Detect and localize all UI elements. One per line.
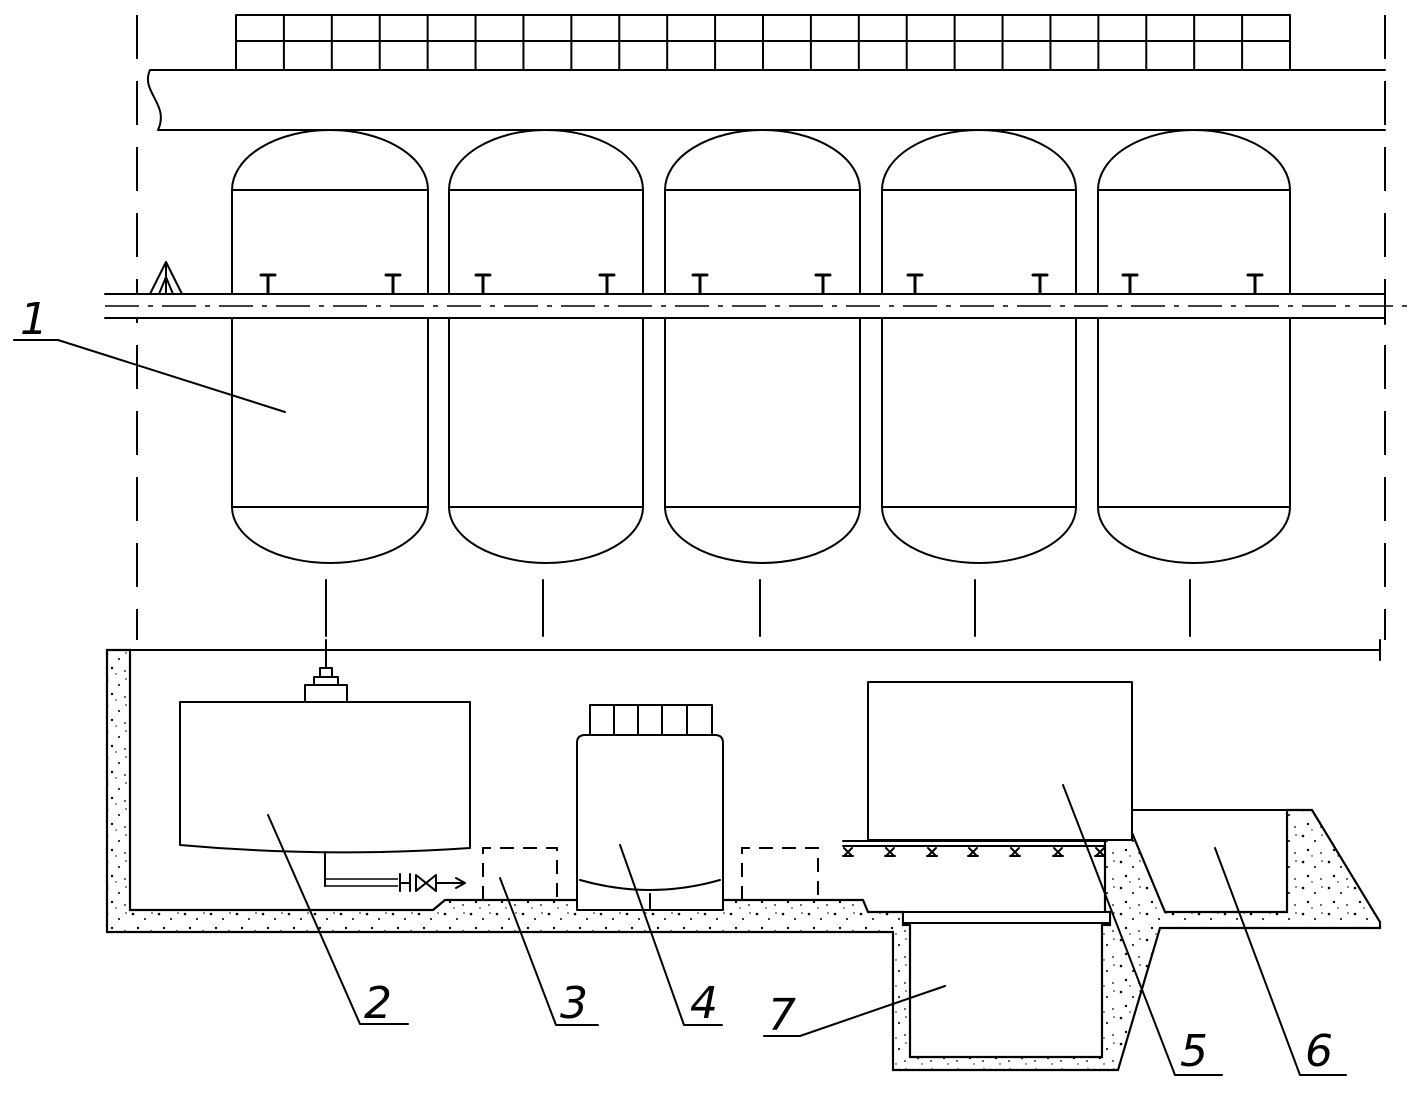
tank-shell xyxy=(448,129,644,564)
unit-4-inner-curve xyxy=(579,879,721,891)
top-grid-frame xyxy=(235,14,1291,71)
valve-icon xyxy=(415,874,437,892)
nozzle-cap xyxy=(319,667,333,678)
rail-support xyxy=(906,273,924,295)
tank-shell xyxy=(881,129,1077,564)
tank-seam xyxy=(664,189,861,508)
rail-supports xyxy=(259,273,1264,295)
tank-seam xyxy=(1097,189,1291,508)
leader-7 xyxy=(763,985,946,1037)
leader-4 xyxy=(619,844,723,1026)
rail-support xyxy=(1031,273,1049,295)
rail-support xyxy=(842,847,854,857)
label-5: 5 xyxy=(1180,1026,1208,1077)
unit-4 xyxy=(576,704,724,911)
storage-tanks xyxy=(231,129,1291,564)
leader-1 xyxy=(13,339,286,413)
unit-4-spare-outline xyxy=(741,847,819,900)
center-dashed-lines xyxy=(136,15,1386,640)
tank-shell xyxy=(231,129,429,564)
rail-support xyxy=(691,273,709,295)
rail-support xyxy=(884,847,896,857)
rail-support xyxy=(814,273,832,295)
unit-2 xyxy=(179,639,471,892)
tank xyxy=(1097,129,1291,564)
pit-cover-plate xyxy=(902,911,1111,924)
unit-5 xyxy=(842,681,1133,857)
rail-support xyxy=(1094,847,1106,857)
rail-support xyxy=(926,847,938,857)
valve-flange-icon xyxy=(399,873,411,892)
leader-2 xyxy=(267,814,409,1025)
rail-support xyxy=(1052,847,1064,857)
rail-support xyxy=(1246,273,1264,295)
unit-2-body xyxy=(179,701,471,854)
leader-6 xyxy=(1214,847,1347,1076)
label-7: 7 xyxy=(768,990,796,1041)
nozzle-collar xyxy=(313,676,339,686)
nozzle-base xyxy=(304,684,348,703)
label-3: 3 xyxy=(560,978,588,1029)
truss-support xyxy=(149,261,183,295)
unit-4-top-modules xyxy=(589,704,713,736)
leader-5 xyxy=(1062,784,1223,1076)
rail-support xyxy=(1121,273,1139,295)
rail-support xyxy=(967,847,979,857)
unit-3-outline xyxy=(482,847,558,900)
pipeline xyxy=(104,261,1412,325)
rail-support xyxy=(474,273,492,295)
unit-5-supports xyxy=(842,847,1106,857)
tank xyxy=(881,129,1077,564)
rail-support xyxy=(259,273,277,295)
label-1: 1 xyxy=(20,294,48,345)
tank-drop-lines xyxy=(325,579,1191,637)
unit-5-body xyxy=(867,681,1133,841)
module-dividers xyxy=(613,704,688,736)
callouts: 1 2 3 4 7 5 6 xyxy=(13,294,1347,1077)
rail-support xyxy=(598,273,616,295)
label-4: 4 xyxy=(690,978,718,1029)
rail-support xyxy=(1009,847,1021,857)
flow-arrow-icon xyxy=(435,877,466,889)
rail-support xyxy=(384,273,402,295)
tank-seam xyxy=(448,189,644,508)
tank-shell xyxy=(1097,129,1291,564)
overhead-beam xyxy=(147,69,1386,131)
tank xyxy=(231,129,429,564)
label-6: 6 xyxy=(1305,1026,1333,1077)
label-2: 2 xyxy=(364,978,392,1029)
tank-seam xyxy=(881,189,1077,508)
tank xyxy=(448,129,644,564)
leader-3 xyxy=(499,877,599,1026)
tank xyxy=(664,129,861,564)
tank-seam xyxy=(231,189,429,508)
beam-break-line xyxy=(147,69,162,131)
unit-4-body xyxy=(576,734,724,911)
tank-shell xyxy=(664,129,861,564)
